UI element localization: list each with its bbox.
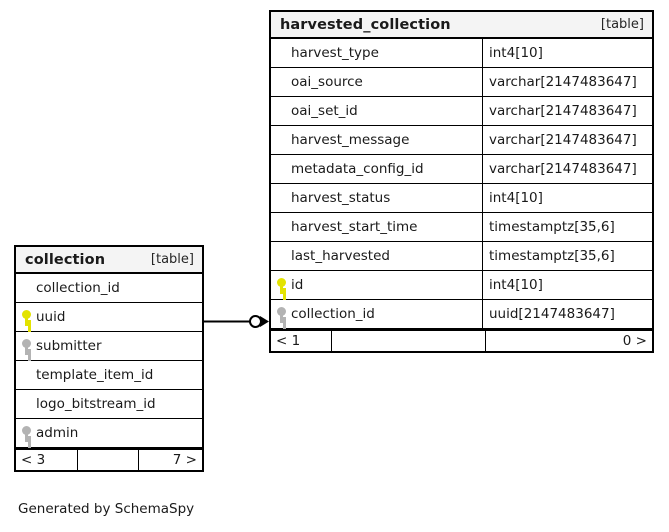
footer-outgoing-relations-count: 0 > xyxy=(622,333,647,349)
table-row[interactable]: id int4[10] xyxy=(271,271,652,300)
table-row[interactable]: collection_id uuid[2147483647] xyxy=(271,300,652,329)
primary-key-icon xyxy=(276,277,286,294)
key-slot xyxy=(16,274,36,303)
footer-middle-cell xyxy=(331,331,486,351)
column-name: submitter xyxy=(36,338,102,354)
table-row[interactable]: oai_source varchar[2147483647] xyxy=(271,68,652,97)
column-type: int4[10] xyxy=(482,39,652,67)
key-slot xyxy=(271,39,291,68)
cardinality-zero-circle-icon xyxy=(249,315,262,328)
table-row[interactable]: harvest_status int4[10] xyxy=(271,184,652,213)
foreign-key-icon xyxy=(21,338,31,355)
column-name: metadata_config_id xyxy=(291,161,424,177)
key-slot xyxy=(271,271,291,300)
foreign-key-icon xyxy=(21,425,31,442)
relationship-connector-collection-to-harvested-collection xyxy=(204,315,269,328)
generated-by-label: Generated by SchemaSpy xyxy=(18,501,195,517)
footer-incoming-relations-count: < 1 xyxy=(276,333,301,349)
key-slot xyxy=(271,97,291,126)
er-table-harvested-collection[interactable]: harvested_collection [table] harvest_typ… xyxy=(269,10,654,353)
key-slot xyxy=(16,419,36,448)
footer-incoming-relations-count: < 3 xyxy=(21,452,46,468)
column-name: logo_bitstream_id xyxy=(36,396,156,412)
key-slot xyxy=(16,390,36,419)
column-name: oai_set_id xyxy=(291,103,358,119)
table-header-collection: collection [table] xyxy=(16,247,202,274)
table-title: harvested_collection xyxy=(280,16,451,33)
column-type: varchar[2147483647] xyxy=(482,155,652,183)
table-row[interactable]: harvest_type int4[10] xyxy=(271,39,652,68)
column-type: varchar[2147483647] xyxy=(482,68,652,96)
column-type: int4[10] xyxy=(482,184,652,212)
column-name: harvest_status xyxy=(291,190,391,206)
table-row[interactable]: metadata_config_id varchar[2147483647] xyxy=(271,155,652,184)
table-row[interactable]: logo_bitstream_id xyxy=(16,390,202,419)
key-slot xyxy=(271,242,291,271)
key-slot xyxy=(271,213,291,242)
er-table-collection[interactable]: collection [table] collection_id uuid su… xyxy=(14,245,204,472)
table-header-harvested-collection: harvested_collection [table] xyxy=(271,12,652,39)
column-name: uuid xyxy=(36,309,66,325)
key-slot xyxy=(271,126,291,155)
table-footer-collection: < 3 7 > xyxy=(16,448,202,470)
table-row[interactable]: harvest_start_time timestamptz[35,6] xyxy=(271,213,652,242)
table-type-tag: [table] xyxy=(150,252,194,267)
primary-key-icon xyxy=(21,309,31,326)
column-type: uuid[2147483647] xyxy=(482,300,652,328)
column-name: collection_id xyxy=(291,306,375,322)
column-name: harvest_start_time xyxy=(291,219,418,235)
table-row[interactable]: collection_id xyxy=(16,274,202,303)
footer-middle-cell xyxy=(77,450,139,470)
column-name: admin xyxy=(36,425,79,441)
column-name: collection_id xyxy=(36,280,120,296)
column-name: template_item_id xyxy=(36,367,154,383)
table-row[interactable]: oai_set_id varchar[2147483647] xyxy=(271,97,652,126)
key-slot xyxy=(16,332,36,361)
table-row[interactable]: harvest_message varchar[2147483647] xyxy=(271,126,652,155)
table-row[interactable]: last_harvested timestamptz[35,6] xyxy=(271,242,652,271)
foreign-key-icon xyxy=(276,306,286,323)
table-row[interactable]: template_item_id xyxy=(16,361,202,390)
column-type: timestamptz[35,6] xyxy=(482,242,652,270)
column-type: varchar[2147483647] xyxy=(482,97,652,125)
table-row[interactable]: admin xyxy=(16,419,202,448)
key-slot xyxy=(271,155,291,184)
column-name: id xyxy=(291,277,304,293)
column-name: harvest_message xyxy=(291,132,410,148)
table-row[interactable]: submitter xyxy=(16,332,202,361)
key-slot xyxy=(271,68,291,97)
cardinality-many-arrow-icon xyxy=(260,316,269,327)
column-type: timestamptz[35,6] xyxy=(482,213,652,241)
column-type: varchar[2147483647] xyxy=(482,126,652,154)
column-type: int4[10] xyxy=(482,271,652,299)
column-name: harvest_type xyxy=(291,45,379,61)
key-slot xyxy=(16,303,36,332)
column-name: last_harvested xyxy=(291,248,390,264)
key-slot xyxy=(16,361,36,390)
table-row[interactable]: uuid xyxy=(16,303,202,332)
key-slot xyxy=(271,300,291,329)
table-footer-harvested-collection: < 1 0 > xyxy=(271,329,652,351)
table-title: collection xyxy=(25,251,106,268)
column-name: oai_source xyxy=(291,74,363,90)
footer-outgoing-relations-count: 7 > xyxy=(172,452,197,468)
key-slot xyxy=(271,184,291,213)
table-type-tag: [table] xyxy=(600,17,644,32)
